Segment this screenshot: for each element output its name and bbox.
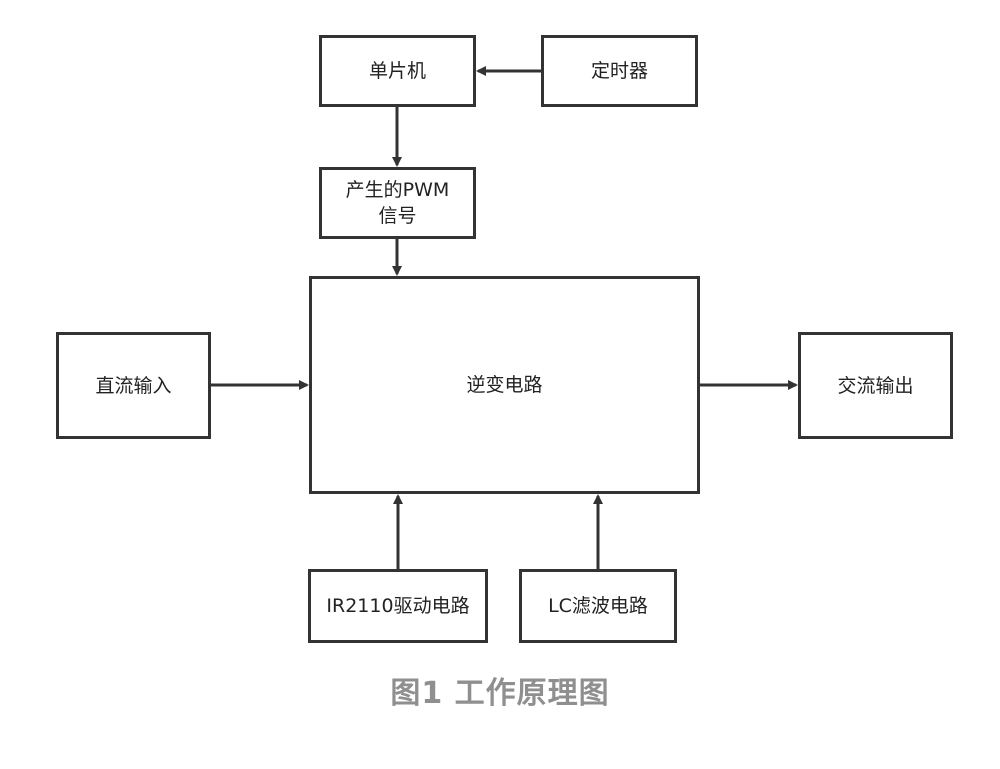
node-pwm-signal-label: 产生的PWM 信号 (345, 179, 450, 227)
node-timer: 定时器 (541, 35, 698, 107)
node-ac-output-label: 交流输出 (837, 374, 914, 397)
node-pwm-signal: 产生的PWM 信号 (319, 167, 476, 239)
node-inverter-label: 逆变电路 (466, 374, 543, 396)
node-timer-label: 定时器 (590, 60, 648, 82)
node-inverter: 逆变电路 (309, 276, 700, 494)
node-dc-input: 直流输入 (56, 332, 211, 439)
node-ac-output: 交流输出 (798, 332, 953, 439)
node-filter: LC滤波电路 (519, 569, 677, 643)
node-driver: IR2110驱动电路 (308, 569, 488, 643)
node-mcu: 单片机 (319, 35, 476, 107)
node-mcu-label: 单片机 (368, 60, 426, 82)
node-dc-input-label: 直流输入 (95, 374, 172, 397)
node-driver-label: IR2110驱动电路 (326, 595, 470, 617)
node-filter-label: LC滤波电路 (548, 595, 648, 617)
figure-caption: 图1 工作原理图 (390, 676, 610, 711)
